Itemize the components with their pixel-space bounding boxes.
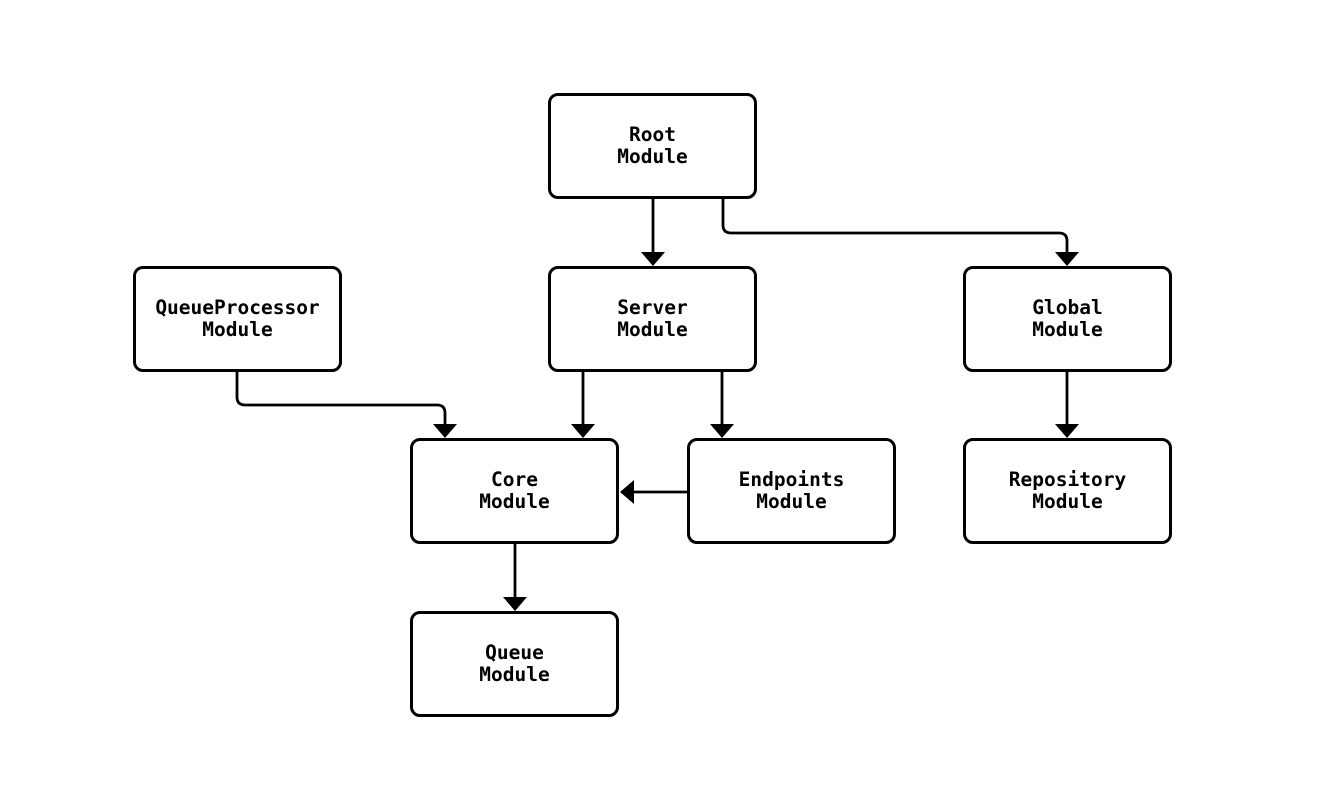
edge-endpoints-to-core bbox=[620, 480, 689, 504]
node-label-line: QueueProcessor bbox=[155, 296, 320, 319]
node-label-line: Module bbox=[756, 490, 827, 513]
node-label-line: Module bbox=[479, 490, 550, 513]
edge-root-to-server bbox=[641, 197, 665, 266]
node-label-line: Module bbox=[479, 663, 550, 686]
node-server-module: Server Module bbox=[548, 266, 757, 372]
node-label-line: Global bbox=[1032, 296, 1103, 319]
node-queue-module: Queue Module bbox=[410, 611, 619, 717]
edge-core-to-queue bbox=[503, 542, 527, 611]
node-core-module: Core Module bbox=[410, 438, 619, 544]
node-label-line: Server bbox=[617, 296, 688, 319]
node-label-line: Module bbox=[1032, 318, 1103, 341]
node-label-line: Endpoints bbox=[738, 468, 845, 491]
node-label-line: Module bbox=[202, 318, 273, 341]
edge-global-to-repository bbox=[1055, 370, 1079, 438]
node-label-line: Module bbox=[617, 145, 688, 168]
node-repository-module: Repository Module bbox=[963, 438, 1172, 544]
node-root-module: Root Module bbox=[548, 93, 757, 199]
edge-server-to-core bbox=[571, 370, 595, 438]
node-label-line: Module bbox=[1032, 490, 1103, 513]
node-label-line: Core bbox=[491, 468, 538, 491]
edge-server-to-endpoints bbox=[710, 370, 734, 438]
node-label-line: Queue bbox=[485, 641, 544, 664]
node-label-line: Module bbox=[617, 318, 688, 341]
edge-root-to-global bbox=[721, 197, 1079, 266]
edge-queueprocessor-to-core bbox=[235, 370, 457, 438]
node-label-line: Repository bbox=[1008, 468, 1127, 491]
node-endpoints-module: Endpoints Module bbox=[687, 438, 896, 544]
node-global-module: Global Module bbox=[963, 266, 1172, 372]
node-queueprocessor-module: QueueProcessor Module bbox=[133, 266, 342, 372]
node-label-line: Root bbox=[629, 123, 676, 146]
